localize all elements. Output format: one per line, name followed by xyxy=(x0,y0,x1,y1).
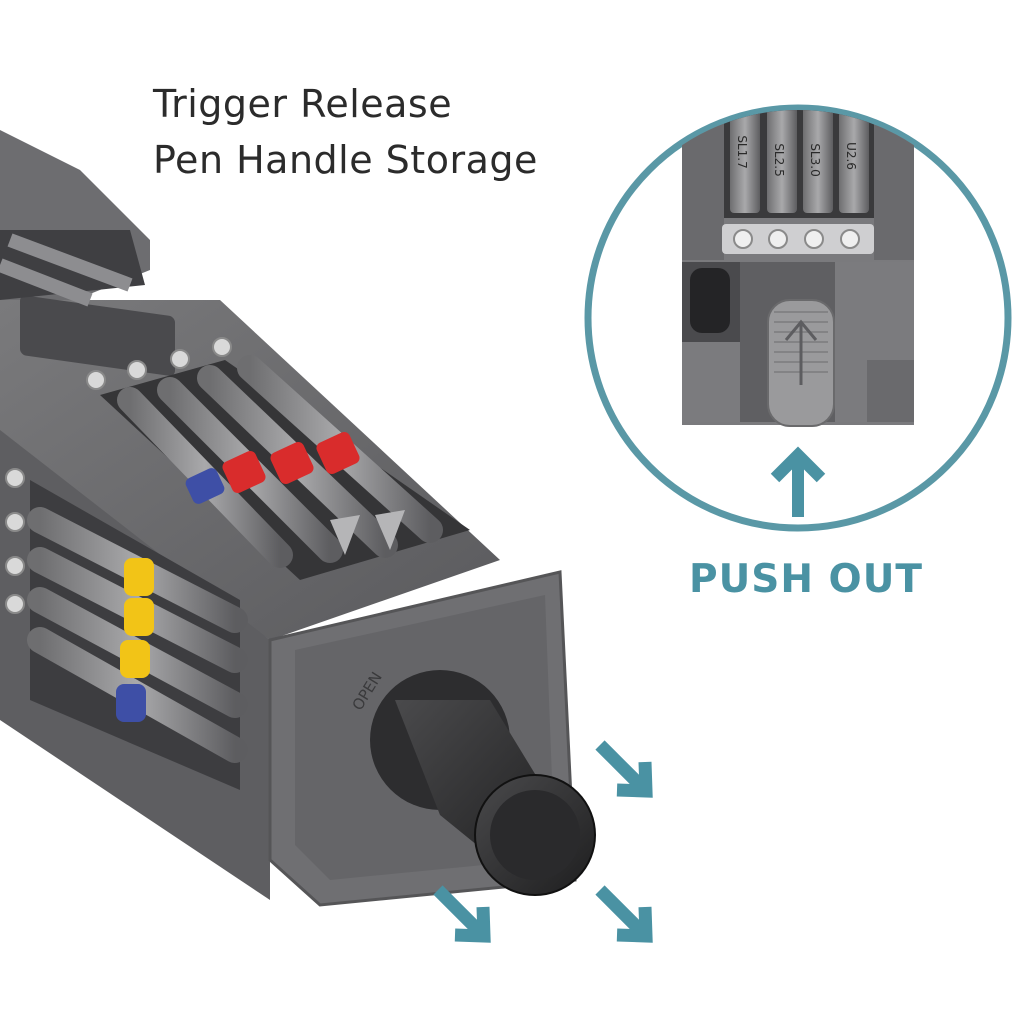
push-direction-arrows xyxy=(433,740,653,943)
bit-label: SL3.0 xyxy=(808,143,822,176)
slider-arrow-icon xyxy=(784,319,818,385)
arrow-icon xyxy=(433,885,491,943)
bit-collar-red xyxy=(270,441,314,485)
bit-collar-yellow xyxy=(120,640,150,678)
detail-bits xyxy=(730,110,869,213)
bit-collar-yellow xyxy=(124,598,154,636)
side-dot-column xyxy=(5,468,25,614)
bit-collar-blue xyxy=(116,684,146,722)
side-bit-compartment xyxy=(27,480,248,790)
upper-bit-row xyxy=(0,230,145,307)
bit-collar-yellow xyxy=(124,558,154,596)
release-slider xyxy=(767,299,835,427)
bit-label: SL2.5 xyxy=(772,143,786,176)
up-arrow-icon xyxy=(770,446,826,517)
arrow-icon xyxy=(595,740,653,798)
bit-label: U2.6 xyxy=(844,142,858,170)
caption-line-1: Trigger Release xyxy=(153,82,453,126)
bit-collar-red xyxy=(316,431,360,475)
arrow-icon xyxy=(595,885,653,943)
trigger-knob xyxy=(370,670,596,896)
caption-line-2: Pen Handle Storage xyxy=(153,138,538,182)
bit-collar-red xyxy=(222,450,266,494)
top-bit-compartment xyxy=(100,355,470,580)
detail-dot-row xyxy=(733,229,860,249)
bit-collar-blue xyxy=(185,468,225,504)
bit-label: SL1.7 xyxy=(735,135,749,168)
push-out-label: PUSH OUT xyxy=(689,557,923,602)
detail-callout: SL1.7 SL2.5 SL3.0 U2.6 xyxy=(584,104,1012,532)
size-dot-row xyxy=(86,337,232,390)
